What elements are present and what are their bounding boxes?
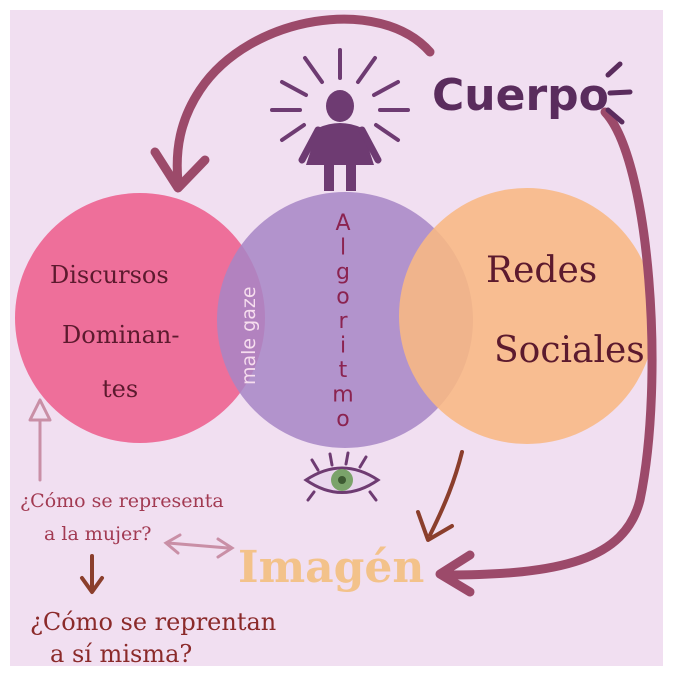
- venn-diagram: [15, 188, 655, 448]
- label-tes: tes: [102, 375, 138, 403]
- algoritmo-letter: A: [335, 211, 350, 236]
- double-arrow-question-imagen: [166, 541, 230, 550]
- label-cuerpo: Cuerpo: [432, 70, 609, 121]
- arrow-cuerpo-to-imagen: [440, 107, 657, 580]
- label-redes: Redes: [486, 250, 597, 291]
- algoritmo-letter: o: [336, 285, 349, 310]
- label-imagen: Imagén: [238, 542, 424, 593]
- arrowhead-question-discursos: [28, 398, 52, 422]
- circle-redes-sociales: [399, 188, 655, 444]
- question-1-line-1: ¿Cómo se representa: [20, 490, 224, 512]
- person-figure-icon: [298, 90, 382, 191]
- question-2-line-1: ¿Cómo se reprentan: [30, 608, 276, 636]
- eye-icon: [303, 451, 381, 502]
- algoritmo-letter: i: [340, 334, 346, 359]
- label-male-gaze: male gaze: [238, 286, 260, 385]
- algoritmo-letter: o: [336, 407, 349, 432]
- arrowhead-discursos: [150, 147, 210, 193]
- label-sociales: Sociales: [494, 330, 645, 371]
- algoritmo-letter: r: [338, 309, 348, 334]
- label-dominan: Dominan-: [62, 321, 179, 349]
- question-2-line-2: a sí misma?: [50, 640, 192, 668]
- label-discursos: Discursos: [50, 261, 169, 289]
- arrowhead-imagen: [435, 550, 475, 597]
- sun-rays-icon: [270, 48, 410, 142]
- algoritmo-letter: g: [336, 260, 350, 285]
- question-1-line-2: a la mujer?: [44, 523, 151, 545]
- algoritmo-letter: m: [332, 383, 353, 408]
- algoritmo-letter: t: [339, 358, 348, 383]
- arrow-redes-to-imagen: [428, 450, 464, 537]
- algoritmo-letter: l: [340, 236, 346, 261]
- circle-discursos-dominantes: [15, 193, 265, 443]
- arrowhead-redes-imagen: [416, 510, 454, 542]
- arrow-cuerpo-to-discursos: [172, 14, 435, 187]
- emphasis-strokes: [605, 61, 633, 125]
- circle-algoritmo: [217, 192, 473, 448]
